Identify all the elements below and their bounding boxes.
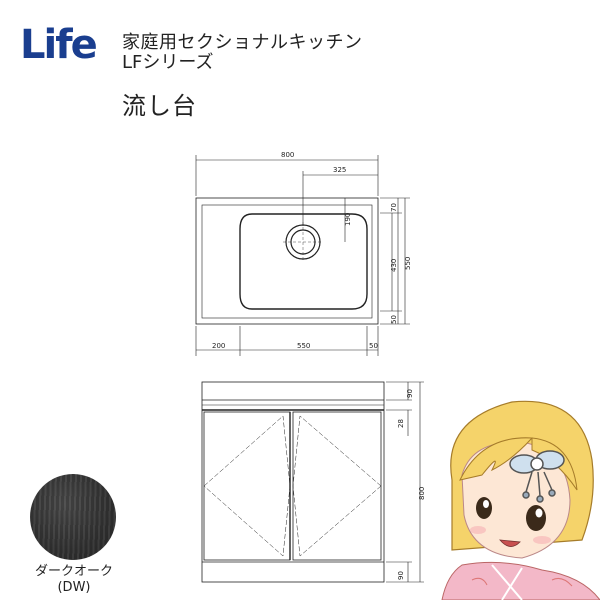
dim-rail: 28	[397, 419, 405, 428]
swatch-label: ダークオーク (DW)	[22, 564, 126, 596]
hair-ornament	[509, 450, 565, 503]
dim-left: 200	[212, 342, 225, 350]
dim-bowl-depth: 430	[390, 259, 398, 272]
cabinet-front-elevation	[201, 381, 385, 583]
color-swatch-dark-oak	[30, 474, 116, 560]
dim-back: 70	[390, 203, 398, 212]
dim-total-depth: 550	[404, 257, 412, 270]
dim-total-width: 800	[281, 151, 294, 159]
dim-bowl-width: 550	[297, 342, 310, 350]
dim-top: 90	[406, 389, 414, 398]
right-door	[292, 411, 382, 561]
dim-height: 800	[418, 487, 426, 500]
plan-dimension-lines	[195, 155, 410, 356]
dim-drain-offset: 325	[333, 166, 346, 174]
dim-plinth: 90	[397, 571, 405, 580]
life-logo: Life	[20, 22, 99, 68]
product-line-heading: 家庭用セクショナルキッチン	[122, 32, 363, 53]
swatch-code: (DW)	[57, 580, 91, 595]
dim-right: 50	[369, 342, 378, 350]
swatch-name: ダークオーク	[34, 564, 113, 579]
page-title: 流し台	[122, 92, 197, 120]
elevation-dimension-lines	[386, 381, 424, 583]
series-heading: LFシリーズ	[122, 52, 214, 73]
dim-front: 50	[390, 315, 398, 324]
svg-text:Life: Life	[20, 22, 97, 68]
left-door	[203, 411, 291, 561]
mascot-character	[441, 400, 600, 600]
dim-to-drain: 190	[344, 213, 352, 226]
